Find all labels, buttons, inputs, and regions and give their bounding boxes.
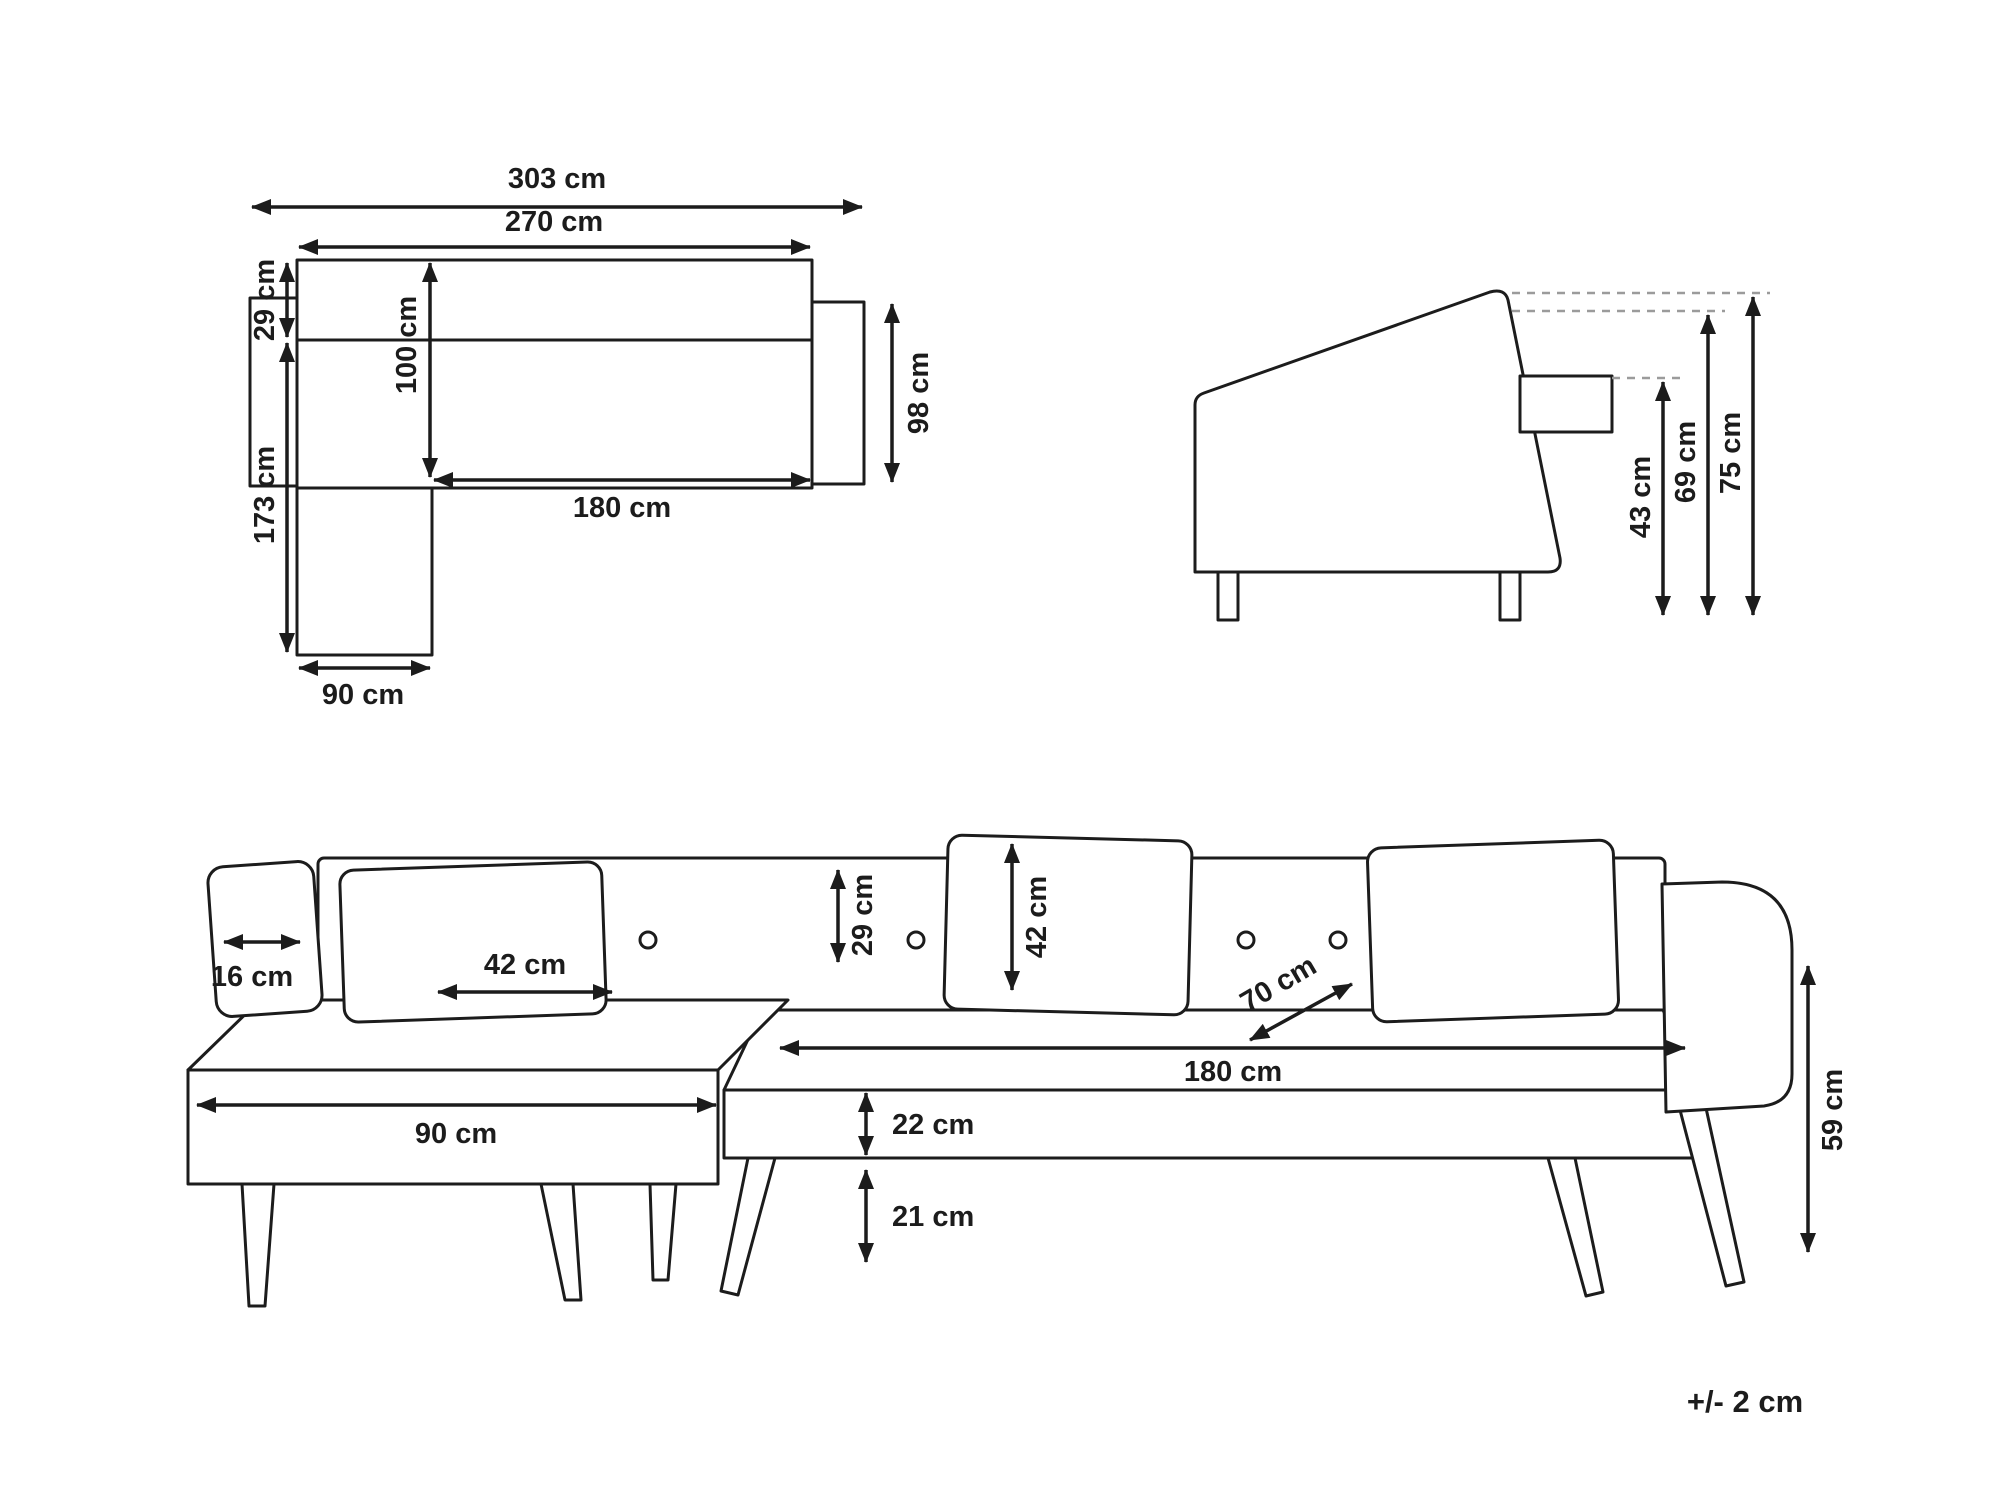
dim-total-height-label: 75 cm [1715, 412, 1747, 494]
side-view-armrest-block [1518, 374, 1614, 434]
dim-chaise-length-label: 173 cm [249, 446, 281, 544]
side-view-front-leg [1216, 570, 1240, 622]
sofa-leg [719, 1156, 777, 1297]
top-view-chaise [295, 486, 434, 657]
dim-cushion-height: 42 cm [1004, 843, 1053, 991]
sofa-leg [1546, 1156, 1605, 1298]
top-view-body [295, 258, 814, 490]
tufting-button [1236, 930, 1256, 950]
dim-total-height: 75 cm [1715, 296, 1761, 616]
front-view-seat-front [722, 1088, 1702, 1160]
sofa-leg [1678, 1106, 1746, 1288]
dim-side-height: 59 cm [1800, 965, 1849, 1253]
dim-depth-label: 100 cm [391, 296, 423, 394]
top-view-right-armrest [810, 300, 866, 486]
back-cushion-left [338, 860, 608, 1024]
sofa-leg [648, 1182, 678, 1282]
dim-right-side-depth: 98 cm [884, 303, 935, 483]
dim-chaise-length: 173 cm [249, 342, 295, 653]
back-cushion-right [1366, 838, 1620, 1024]
dim-seat-height-label: 43 cm [1625, 456, 1657, 538]
dim-total-width: 303 cm [251, 163, 863, 215]
front-view-chaise-front [186, 1068, 720, 1186]
dim-armrest-width-label: 16 cm [211, 961, 293, 993]
dim-backrest-depth-label: 29 cm [249, 259, 281, 341]
dim-seat-width-front-label: 180 cm [1184, 1056, 1282, 1088]
top-view: 303 cm 270 cm 29 cm 100 cm 173 cm 98 cm … [248, 163, 935, 711]
dim-inner-width-label: 270 cm [505, 206, 603, 238]
top-view-left-armrest [248, 296, 299, 488]
front-view-left-armrest [206, 860, 324, 1018]
dim-cushion-width: 42 cm [437, 949, 613, 1000]
side-view-back-leg [1498, 570, 1522, 622]
dim-chaise-width-top: 90 cm [298, 660, 431, 711]
tufting-button [906, 930, 926, 950]
dim-seat-depth-arrow [1249, 982, 1353, 1042]
dim-backrest-depth: 29 cm [249, 259, 295, 341]
side-view-body [1193, 289, 1562, 574]
dim-side-height-label: 59 cm [1817, 1069, 1849, 1151]
dim-cushion-height-label: 42 cm [1021, 876, 1053, 958]
dim-back-height-label: 69 cm [1670, 421, 1702, 503]
dim-seat-frame-height-label: 22 cm [892, 1109, 974, 1141]
side-view: 43 cm 69 cm 75 cm [1193, 289, 1770, 622]
dim-seat-width-top: 180 cm [433, 472, 811, 524]
dim-seat-frame-height: 22 cm [858, 1092, 974, 1156]
dim-inner-width: 270 cm [298, 206, 811, 255]
dim-seat-width-top-label: 180 cm [573, 492, 671, 524]
dim-seat-height: 43 cm [1625, 381, 1671, 616]
dim-armrest-width: 16 cm [211, 934, 301, 993]
front-view-right-armrest [1660, 880, 1794, 1114]
dim-leg-height: 21 cm [858, 1169, 974, 1263]
dim-leg-height-label: 21 cm [892, 1201, 974, 1233]
front-view: 16 cm 42 cm 29 cm 42 cm 70 cm 180 cm 90 … [186, 833, 1849, 1308]
sofa-leg [240, 1182, 276, 1308]
dim-chaise-front-width: 90 cm [196, 1097, 717, 1150]
dim-depth: 100 cm [391, 262, 438, 478]
dim-chaise-width-top-label: 90 cm [322, 679, 404, 711]
tufting-button [1328, 930, 1348, 950]
dim-back-height: 69 cm [1670, 314, 1716, 616]
dim-right-side-depth-label: 98 cm [903, 352, 935, 434]
dim-chaise-front-width-label: 90 cm [415, 1118, 497, 1150]
dim-cushion-width-label: 42 cm [484, 949, 566, 981]
dim-back-above-seat: 29 cm [830, 869, 879, 963]
tolerance-note: +/- 2 cm [1687, 1384, 1803, 1419]
back-cushion-middle [942, 833, 1194, 1017]
tufting-button [638, 930, 658, 950]
dim-back-above-seat-label: 29 cm [847, 874, 879, 956]
dim-total-width-label: 303 cm [508, 163, 606, 195]
dim-seat-width-front: 180 cm [779, 1040, 1686, 1088]
sofa-leg [539, 1182, 583, 1302]
